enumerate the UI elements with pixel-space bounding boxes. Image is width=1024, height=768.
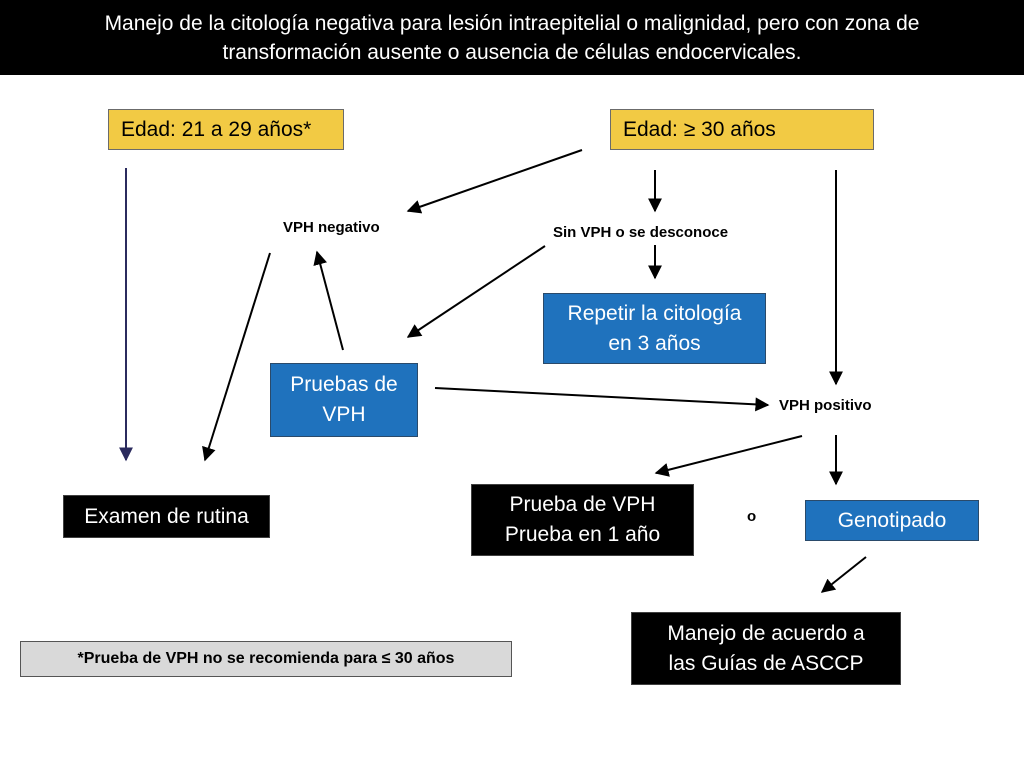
asccp-management-box: Manejo de acuerdo a las Guías de ASCCP	[631, 612, 901, 685]
genotyping-label: Genotipado	[837, 508, 947, 532]
routine-exam-box: Examen de rutina	[63, 495, 270, 538]
arrow-vph-negative-to-routine	[202, 252, 271, 462]
arrow-genotyping-to-asccp	[820, 556, 867, 593]
arrow-no-vph-to-pruebas	[406, 245, 546, 338]
repeat-line-1: Repetir la citología	[567, 301, 742, 325]
no-vph-label: Sin VPH o se desconoce	[553, 224, 729, 241]
pruebas-line-2: VPH	[322, 403, 366, 426]
footnote: *Prueba de VPH no se recomienda para ≤ 3…	[20, 641, 512, 677]
pruebas-line-1: Pruebas de	[290, 373, 398, 396]
arrow-pruebas-to-vph-positive	[434, 387, 770, 412]
retest-line-2: Prueba en 1 año	[504, 523, 661, 546]
hpv-retest-box: Prueba de VPH Prueba en 1 año	[471, 484, 694, 556]
age-30-plus-label: Edad: ≥ 30 años	[623, 117, 776, 141]
genotyping-box: Genotipado	[805, 500, 979, 541]
or-label: o	[747, 508, 757, 525]
repeat-line-2: en 3 años	[608, 331, 701, 355]
arrow-vph-positive-to-retest	[654, 435, 803, 477]
title-line-1: Manejo de la citología negativa para les…	[104, 11, 920, 35]
age-30-plus-box: Edad: ≥ 30 años	[610, 109, 874, 150]
retest-line-1: Prueba de VPH	[509, 493, 656, 516]
vph-positive-label: VPH positivo	[779, 397, 872, 414]
asccp-line-2: las Guías de ASCCP	[668, 651, 864, 675]
age-21-29-label: Edad: 21 a 29 años*	[121, 117, 312, 141]
title-line-2: transformación ausente o ausencia de cél…	[222, 40, 802, 64]
vph-negative-label: VPH negativo	[283, 219, 380, 236]
arrow-old-to-vph-negative	[406, 149, 583, 214]
age-21-29-box: Edad: 21 a 29 años*	[108, 109, 344, 150]
hpv-tests-box: Pruebas de VPH	[270, 363, 418, 437]
routine-exam-label: Examen de rutina	[84, 504, 249, 528]
repeat-cytology-box: Repetir la citología en 3 años	[543, 293, 766, 364]
asccp-line-1: Manejo de acuerdo a	[667, 621, 865, 645]
diagram-title: Manejo de la citología negativa para les…	[0, 0, 1024, 75]
arrow-pruebas-to-vph-negative	[313, 250, 344, 351]
